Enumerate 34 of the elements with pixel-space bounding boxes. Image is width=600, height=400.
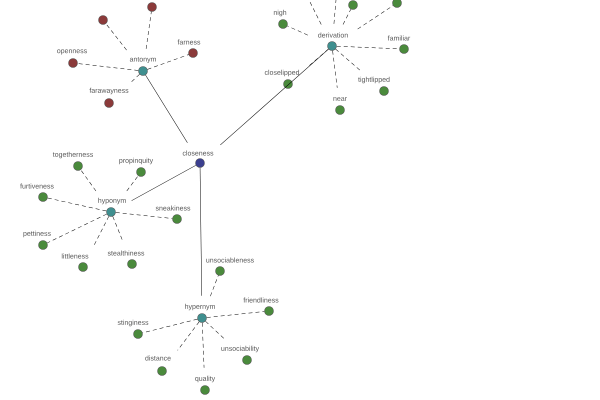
connector-line: [200, 168, 202, 296]
connector-line: [131, 165, 196, 201]
connector-line: [308, 48, 329, 67]
connector-line: [210, 275, 219, 296]
connector-line: [146, 11, 152, 50]
node-circle: [147, 2, 157, 12]
connector-line: [202, 322, 204, 368]
connector-line: [357, 5, 394, 30]
connector-line: [308, 0, 322, 25]
connector-line: [220, 48, 329, 146]
connector-line: [177, 322, 200, 351]
connector-line: [115, 212, 173, 219]
connector-line: [287, 26, 308, 36]
connector-line: [336, 46, 400, 50]
connector-line: [126, 176, 138, 192]
connector-line: [342, 8, 352, 25]
connector-line: [147, 54, 189, 70]
connector-line: [335, 48, 362, 72]
connector-line: [332, 50, 338, 88]
connector-line: [77, 63, 139, 71]
connector-line: [112, 216, 124, 242]
connector-line: [106, 24, 127, 50]
connector-line: [94, 216, 110, 246]
connector-line: [47, 214, 107, 244]
node-circle: [98, 15, 108, 25]
connector-line: [131, 74, 140, 82]
connector-line: [206, 311, 265, 318]
connector-line: [205, 321, 226, 340]
connector-line: [145, 74, 188, 143]
connector-line: [334, 0, 336, 24]
connector-line: [80, 170, 96, 192]
connector-line: [142, 318, 198, 334]
connector-line: [47, 198, 107, 212]
node-circle: [348, 0, 358, 10]
